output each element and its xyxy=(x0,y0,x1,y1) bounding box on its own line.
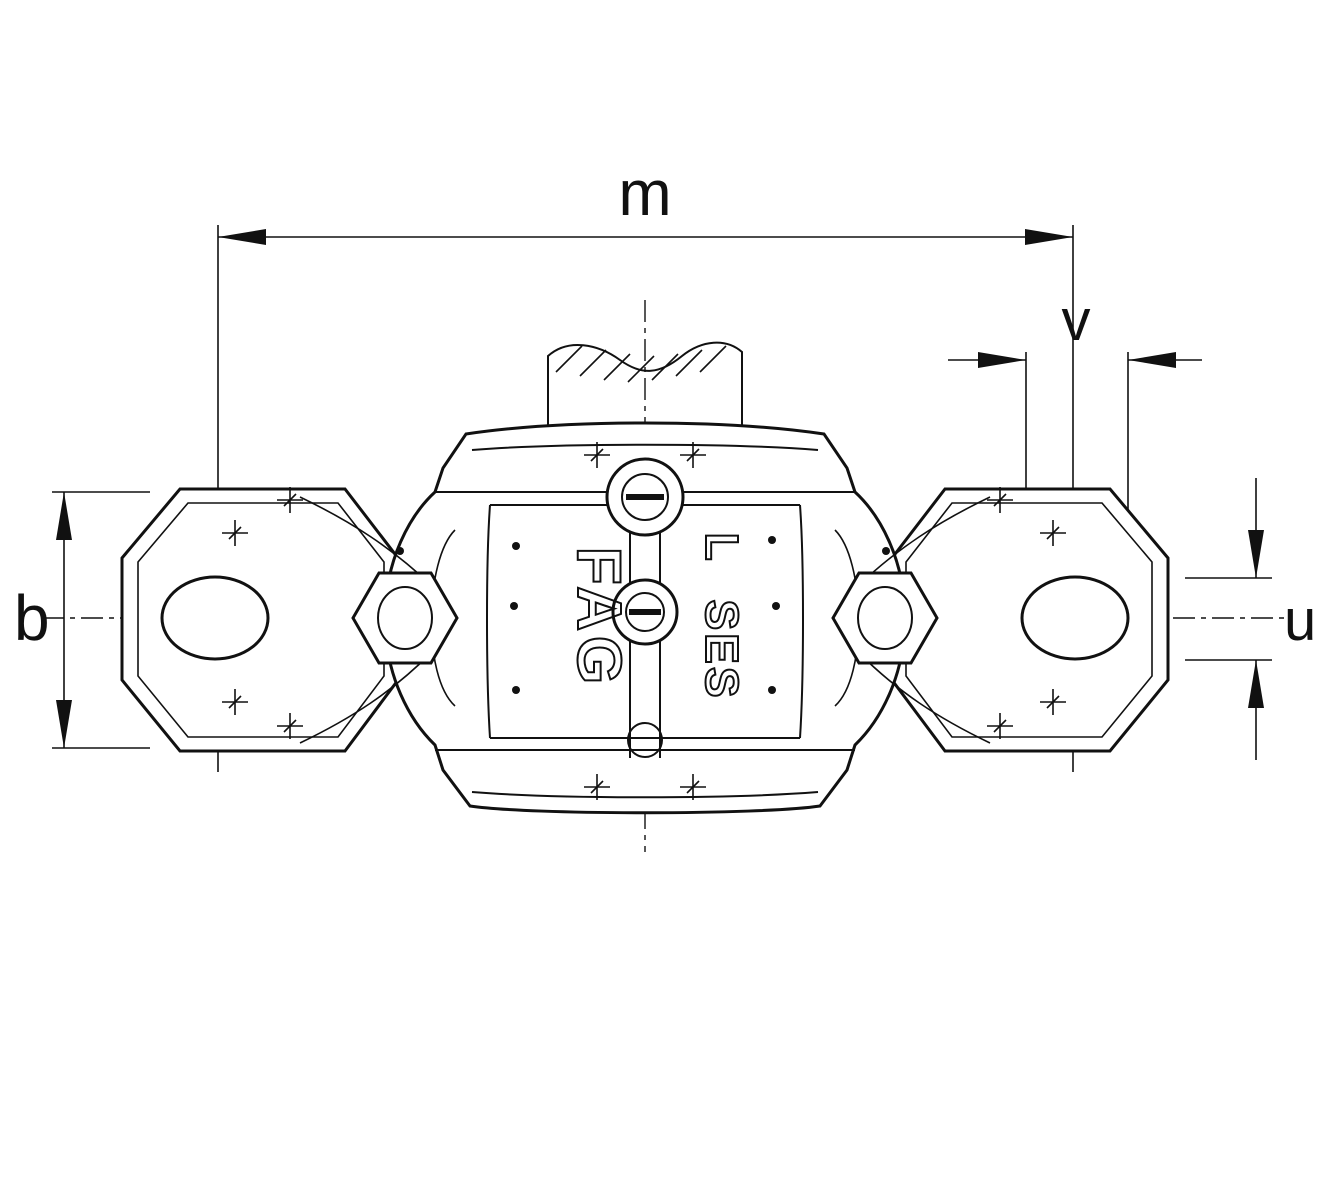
core-dot xyxy=(512,686,520,694)
drill-mark xyxy=(987,487,1013,513)
dimension-b-arrow-bottom xyxy=(56,700,72,748)
drill-mark xyxy=(584,774,610,800)
hex-plug-left-bore xyxy=(377,586,433,650)
right-web-lower xyxy=(857,651,991,744)
core-dot xyxy=(396,547,404,555)
dimension-u: u xyxy=(1185,478,1316,760)
grease-fitting-top-inner xyxy=(621,473,669,521)
drill-mark xyxy=(680,442,706,468)
right-flange xyxy=(890,487,1170,753)
panel-left-edge xyxy=(486,504,491,739)
drill-mark xyxy=(1040,689,1066,715)
dimension-b: b xyxy=(14,491,150,749)
core-dots xyxy=(396,536,890,694)
dimension-b-label: b xyxy=(14,582,50,654)
dimension-u-label: u xyxy=(1284,588,1316,653)
core-dot xyxy=(768,686,776,694)
dimension-v-arrow-right xyxy=(1128,352,1176,368)
base-inner-line xyxy=(471,791,819,799)
dimension-u-arrow-top xyxy=(1248,530,1264,578)
drill-mark xyxy=(680,774,706,800)
series-letter-text: L xyxy=(696,532,748,563)
panel-right-edge xyxy=(799,504,804,739)
dimension-u-arrow-bottom xyxy=(1248,660,1264,708)
shaft xyxy=(547,341,743,428)
right-flange-inner-edge xyxy=(905,502,1153,738)
core-dot xyxy=(512,542,520,550)
dimension-v-label: v xyxy=(1062,288,1091,353)
right-bolt-hole xyxy=(1020,575,1130,661)
hex-plug-right-outline xyxy=(831,571,939,665)
dimension-m-arrow-left xyxy=(218,229,266,245)
drill-marks xyxy=(222,442,1066,800)
dimension-m-label: m xyxy=(618,157,671,229)
hex-plug-left-outline xyxy=(351,571,459,665)
dimension-m: m xyxy=(218,157,1073,245)
dimension-b-arrow-top xyxy=(56,492,72,540)
left-flange-inner-edge xyxy=(137,502,385,738)
left-flange xyxy=(120,487,400,753)
hex-plug-right xyxy=(831,571,939,665)
core-dot xyxy=(772,602,780,610)
housing-markings: FAG L SES xyxy=(563,531,749,701)
dimension-m-arrow-right xyxy=(1025,229,1073,245)
series-text: SES xyxy=(696,599,748,700)
drill-mark xyxy=(222,689,248,715)
drill-mark xyxy=(277,487,303,513)
dimension-v-arrow-left xyxy=(978,352,1026,368)
core-dot xyxy=(768,536,776,544)
core-dot xyxy=(510,602,518,610)
drill-mark xyxy=(277,713,303,739)
drill-mark xyxy=(1040,520,1066,546)
grease-fitting-middle-inner xyxy=(625,592,665,632)
drill-mark xyxy=(987,713,1013,739)
grease-channel-end xyxy=(627,722,663,758)
drill-mark xyxy=(584,442,610,468)
hex-plug-right-bore xyxy=(857,586,913,650)
core-dot xyxy=(882,547,890,555)
hex-plug-left xyxy=(351,571,459,665)
grease-channel xyxy=(605,457,685,758)
shaft-break-hatching xyxy=(555,345,727,383)
cap-inner-line xyxy=(471,443,819,451)
left-bolt-hole xyxy=(160,575,270,661)
brand-text: FAG xyxy=(564,547,633,689)
drill-mark xyxy=(222,520,248,546)
left-web-lower xyxy=(299,651,433,744)
shaft-outline xyxy=(547,341,743,428)
